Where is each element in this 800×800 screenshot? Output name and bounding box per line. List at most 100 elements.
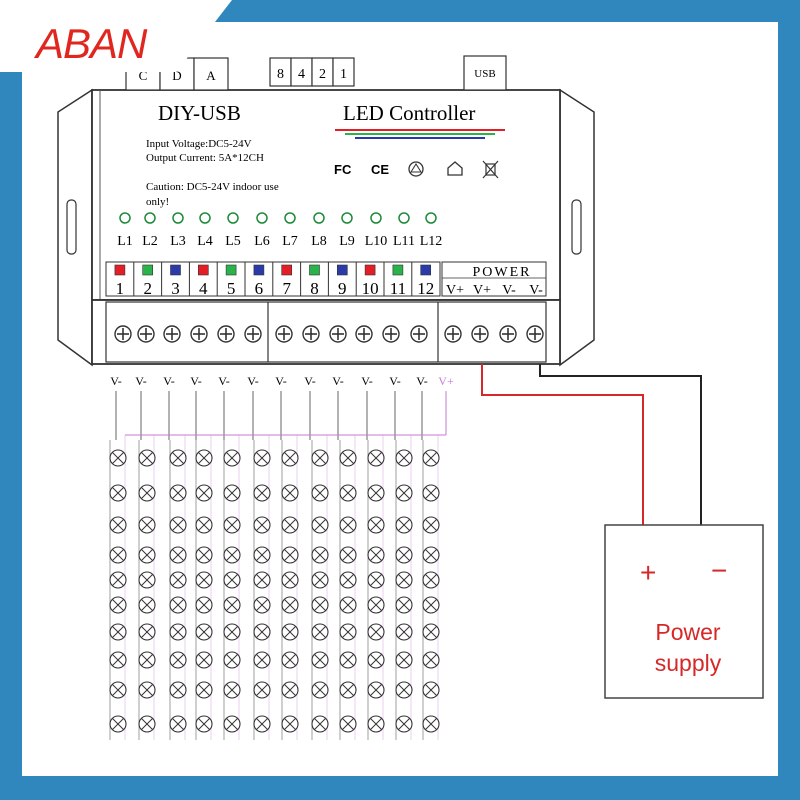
caution-line-2: only! bbox=[146, 196, 169, 208]
lamp-cross bbox=[425, 487, 437, 499]
lamp-wiring: V-V-V-V-V-V-V-V-V-V-V-V-V+ bbox=[110, 364, 702, 525]
lamp-cross bbox=[425, 574, 437, 586]
lamp-cross bbox=[172, 452, 184, 464]
lamp-cross bbox=[284, 599, 296, 611]
channel-color-swatch bbox=[170, 264, 181, 276]
lamp-cross bbox=[172, 487, 184, 499]
weee-bin-icon bbox=[482, 160, 499, 179]
lamp-cross bbox=[425, 654, 437, 666]
indicator-led bbox=[284, 212, 296, 224]
lamp-cross bbox=[370, 452, 382, 464]
lamp-cross bbox=[342, 599, 354, 611]
lamp-cross bbox=[256, 599, 268, 611]
power-terminal-label: V- bbox=[502, 283, 516, 298]
lamp-cross bbox=[141, 654, 153, 666]
lamp-cross bbox=[112, 487, 124, 499]
channel-wire-label: V- bbox=[304, 374, 316, 388]
led-label: L9 bbox=[339, 234, 355, 249]
lamp-cross bbox=[314, 574, 326, 586]
channel-color-swatch bbox=[336, 264, 348, 276]
led-label: L10 bbox=[365, 234, 388, 249]
channel-number: 4 bbox=[199, 279, 208, 298]
lamp-cross bbox=[112, 654, 124, 666]
indicator-led bbox=[227, 212, 239, 224]
power-supply-minus: − bbox=[711, 555, 727, 586]
lamp-cross bbox=[342, 574, 354, 586]
led-label: L8 bbox=[311, 234, 327, 249]
dip-switch bbox=[332, 57, 355, 87]
lamp-cross bbox=[256, 487, 268, 499]
channel-color-swatch bbox=[309, 264, 320, 276]
lamp-cross bbox=[314, 684, 326, 696]
led-label: L5 bbox=[225, 234, 241, 249]
connector-label: A bbox=[206, 68, 216, 83]
lamp-cross bbox=[198, 549, 210, 561]
led-label: L7 bbox=[282, 234, 298, 249]
channel-color-swatch bbox=[225, 264, 237, 276]
fc-mark: FC bbox=[334, 162, 352, 177]
lamp-cross bbox=[198, 626, 210, 638]
led-label: L3 bbox=[170, 234, 186, 249]
dip-switch-label: 2 bbox=[319, 67, 326, 82]
channel-wire-label: V- bbox=[110, 374, 122, 388]
lamp-cross bbox=[256, 452, 268, 464]
channel-number: 5 bbox=[227, 279, 236, 298]
power-strip bbox=[441, 261, 547, 297]
lamp-cross bbox=[398, 487, 410, 499]
lamp-cross bbox=[256, 574, 268, 586]
lamp-cross bbox=[172, 574, 184, 586]
indicator-led bbox=[144, 212, 156, 224]
usb-label: USB bbox=[474, 68, 495, 80]
lamp-cross bbox=[284, 718, 296, 730]
usb-port bbox=[463, 55, 507, 91]
power-supply-plus: + bbox=[640, 557, 656, 588]
lamp-cross bbox=[342, 549, 354, 561]
lamp-cross bbox=[172, 718, 184, 730]
lamp-cross bbox=[198, 574, 210, 586]
channel-wire-label: V- bbox=[163, 374, 175, 388]
lamp-cross bbox=[284, 452, 296, 464]
lamp-cross bbox=[398, 452, 410, 464]
channel-color-swatch bbox=[142, 264, 153, 276]
connector-label: D bbox=[172, 68, 181, 83]
channel-wire-label: V- bbox=[247, 374, 259, 388]
controller-title-left: DIY-USB bbox=[158, 101, 241, 125]
connector-label: C bbox=[139, 68, 148, 83]
channel-number: 3 bbox=[171, 279, 180, 298]
dip-switch-label: 1 bbox=[340, 67, 347, 82]
lamp-cross bbox=[314, 549, 326, 561]
lamp-cross bbox=[112, 574, 124, 586]
lamp-cross bbox=[172, 519, 184, 531]
lamp-cross bbox=[112, 519, 124, 531]
lamp-cross bbox=[198, 452, 210, 464]
negative-wire bbox=[539, 364, 702, 525]
channel-color-swatch bbox=[198, 264, 209, 276]
lamp-cross bbox=[370, 487, 382, 499]
lamp-cross bbox=[141, 519, 153, 531]
channel-number: 2 bbox=[143, 279, 152, 298]
lamp-cross bbox=[398, 626, 410, 638]
screw-terminals bbox=[114, 325, 544, 343]
spec-current: Output Current: 5A*12CH bbox=[146, 152, 264, 164]
lamp-cross bbox=[342, 718, 354, 730]
power-supply-label-2: supply bbox=[655, 650, 722, 676]
lamp-cross bbox=[370, 574, 382, 586]
lamp-cross bbox=[112, 599, 124, 611]
led-label: L11 bbox=[393, 234, 415, 249]
channel-color-swatch bbox=[281, 264, 293, 276]
controller-title-right: LED Controller bbox=[343, 101, 475, 125]
recycle-icon bbox=[408, 161, 424, 177]
lamp-cross bbox=[226, 599, 238, 611]
lamp-cross bbox=[256, 549, 268, 561]
lamp-cross bbox=[141, 684, 153, 696]
caution-line-1: Caution: DC5-24V indoor use bbox=[146, 181, 279, 193]
lamp-cross bbox=[141, 487, 153, 499]
channel-number: 8 bbox=[310, 279, 319, 298]
lamp-cross bbox=[198, 599, 210, 611]
lamp-cross bbox=[425, 549, 437, 561]
lamp-cross bbox=[284, 549, 296, 561]
channel-number: 11 bbox=[390, 279, 406, 298]
lamp-cross bbox=[172, 549, 184, 561]
